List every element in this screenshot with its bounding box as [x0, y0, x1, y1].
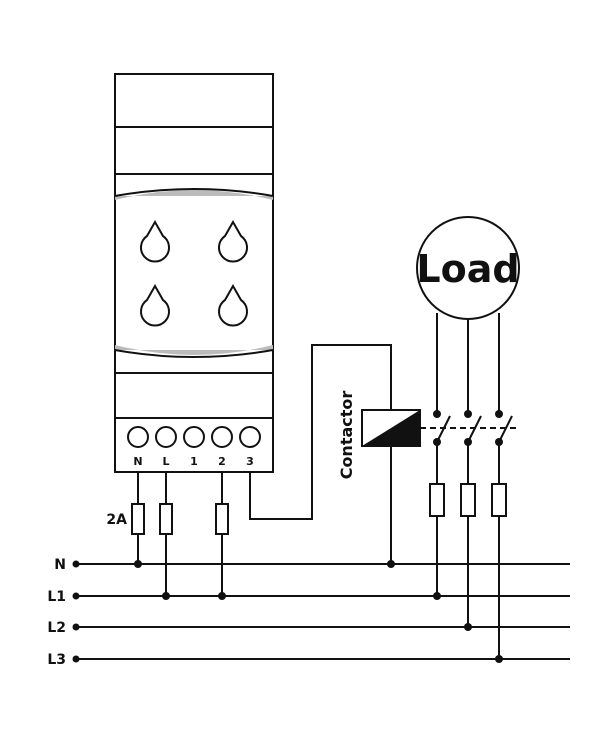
panel-bevel-bottom [115, 345, 273, 355]
contactor: Contactor [337, 391, 520, 568]
bus-label-n: N [54, 557, 66, 573]
junction-dot [218, 592, 226, 600]
relay-supply-wiring: 2A [106, 344, 392, 600]
junction-dot [134, 560, 142, 568]
contact-terminal-dot [495, 410, 503, 418]
terminal-screw-icon [127, 426, 149, 448]
bus-label-l2: L2 [47, 620, 66, 636]
fuse-icon [460, 483, 476, 517]
adjust-knob-icon[interactable] [218, 283, 248, 327]
load: Load [416, 216, 520, 320]
adjust-knob-icon[interactable] [140, 219, 170, 263]
power-path [429, 313, 513, 663]
contactor-label: Contactor [337, 391, 356, 480]
bus-terminal-dot [72, 592, 80, 600]
fuse-icon [159, 503, 173, 535]
contact-switch-icon [467, 415, 482, 443]
terminal-label: N [133, 455, 142, 468]
relay-device: N L 1 2 3 [114, 73, 274, 473]
fuse-icon [429, 483, 445, 517]
contact-switch-icon [436, 415, 451, 443]
relay-housing [114, 73, 274, 473]
terminal-label: 2 [218, 455, 226, 468]
contact-terminal-dot [433, 410, 441, 418]
junction-dot [162, 592, 170, 600]
control-wire [249, 344, 392, 520]
terminal-label: 3 [246, 455, 254, 468]
terminal-screw-icon [239, 426, 261, 448]
terminal-screw-icon [211, 426, 233, 448]
bus-terminal-dot [72, 655, 80, 663]
adjust-knob-icon[interactable] [218, 219, 248, 263]
adjust-knob-icon[interactable] [140, 283, 170, 327]
terminal-label: L [162, 455, 169, 468]
panel-arc-top [114, 188, 274, 197]
terminal-screw-icon [183, 426, 205, 448]
panel-arc-bottom [114, 349, 274, 358]
junction-dot [387, 560, 395, 568]
fuse-icon [215, 503, 229, 535]
bus-terminal-dot [72, 560, 80, 568]
load-label: Load [416, 247, 519, 291]
bus-label-l1: L1 [47, 589, 66, 605]
junction-dot [433, 592, 441, 600]
contactor-coil-symbol-icon [362, 410, 420, 446]
terminal-label: 1 [190, 455, 198, 468]
fuse-icon [491, 483, 507, 517]
terminal-screw-icon [155, 426, 177, 448]
fuse-icon [131, 503, 145, 535]
contact-terminal-dot [464, 410, 472, 418]
contact-switch-icon [498, 415, 513, 443]
bus-terminal-dot [72, 623, 80, 631]
panel-bevel-top [115, 190, 273, 200]
bus-label-l3: L3 [47, 652, 66, 668]
bus-bars: N L1 L2 L3 [47, 557, 570, 668]
junction-dot [495, 655, 503, 663]
fuse-rating-label: 2A [106, 512, 127, 528]
junction-dot [464, 623, 472, 631]
